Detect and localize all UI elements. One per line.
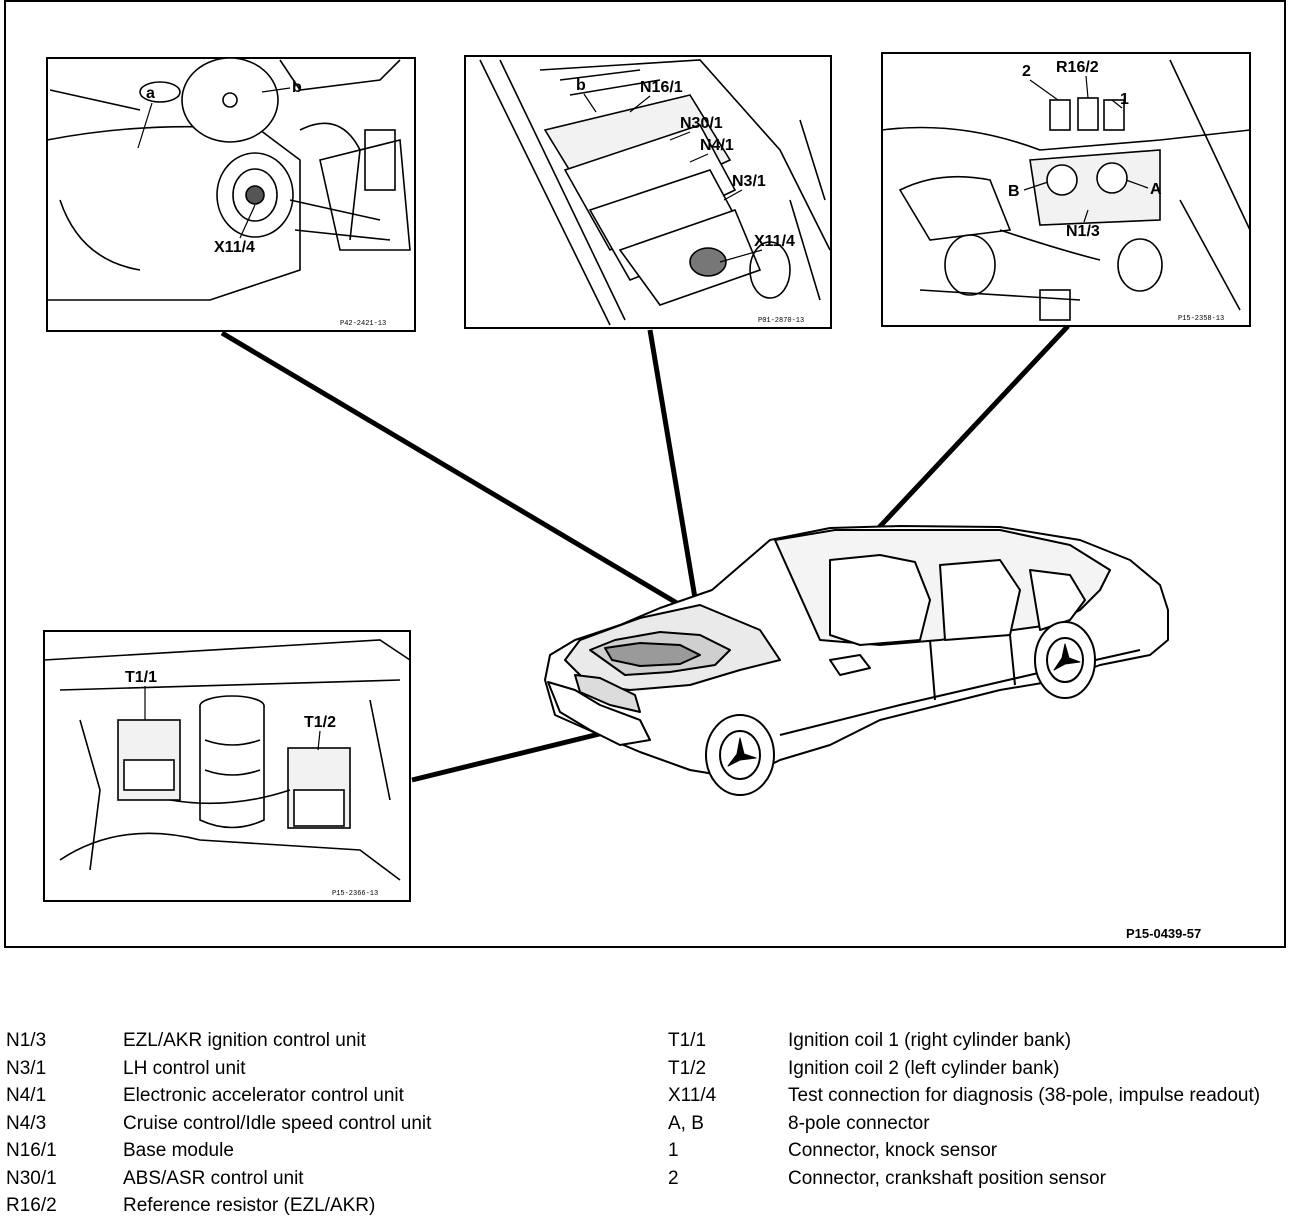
panel-top-center-label-6: X11/4 (754, 233, 795, 250)
panel-top-center-label-5: N3/1 (732, 173, 766, 190)
panel-top-left-label-1: a (146, 85, 155, 102)
panel-top-left: a b X11/4 P42-2421-13 (46, 57, 416, 332)
legend-desc: Connector, crankshaft position sensor (788, 1167, 1106, 1189)
panel-top-right-label-2: R16/2 (1056, 59, 1099, 76)
legend-row: N30/1 ABS/ASR control unit (6, 1165, 526, 1193)
legend-row: T1/2 Ignition coil 2 (left cylinder bank) (668, 1055, 1288, 1083)
panel-top-right-label-3: 1 (1120, 91, 1129, 108)
figure-reference: P15-0439-57 (1126, 926, 1201, 941)
panel-bottom-left-ref: P15-2366-13 (332, 890, 378, 898)
legend-code: N4/3 (6, 1112, 47, 1134)
legend-code: N3/1 (6, 1057, 47, 1079)
panel-bottom-left: T1/1 T1/2 P15-2366-13 (43, 630, 411, 902)
legend-desc: ABS/ASR control unit (123, 1167, 304, 1189)
panel-top-right-label-1: 2 (1022, 63, 1031, 80)
panel-top-left-label-2: b (292, 79, 302, 96)
panel-top-right-ref: P15-2358-13 (1178, 315, 1224, 323)
panel-top-right-label-6: N1/3 (1066, 223, 1100, 240)
panel-top-right-label-4: B (1008, 183, 1020, 200)
legend-desc: EZL/AKR ignition control unit (123, 1030, 366, 1051)
legend-desc: Electronic accelerator control unit (123, 1085, 404, 1106)
legend-desc: Ignition coil 2 (left cylinder bank) (788, 1057, 1060, 1079)
legend-row: N3/1 LH control unit (6, 1055, 526, 1083)
legend-row: N16/1 Base module (6, 1137, 526, 1165)
legend-code: A, B (668, 1112, 704, 1134)
panel-bottom-left-label-2: T1/2 (304, 714, 336, 731)
legend-row: A, B 8-pole connector (668, 1110, 1288, 1138)
panel-top-center-label-3: N30/1 (680, 115, 723, 132)
car-illustration (544, 525, 1169, 796)
legend-row: N1/3 EZL/AKR ignition control unit (6, 1027, 526, 1055)
panel-top-center-label-2: N16/1 (640, 79, 683, 96)
legend-row: N4/3 Cruise control/Idle speed control un… (6, 1110, 526, 1138)
panel-top-center-label-1: b (576, 77, 586, 94)
panel-bottom-left-label-1: T1/1 (125, 669, 157, 686)
legend-right: T1/1 Ignition coil 1 (right cylinder bank… (668, 1027, 1288, 1192)
panel-top-left-label-3: X11/4 (214, 239, 255, 256)
panel-top-center-ref: P01-2870-13 (758, 317, 804, 325)
legend-desc: Test connection for diagnosis (38-pole, … (788, 1085, 1261, 1106)
legend-desc: Cruise control/Idle speed control unit (123, 1112, 432, 1134)
legend-code: N1/3 (6, 1030, 47, 1051)
legend-code: 2 (668, 1167, 679, 1189)
leader-line-top-center (647, 329, 700, 611)
panel-top-center-label-4: N4/1 (700, 137, 734, 154)
component-locator-diagram: a b X11/4 P42-2421-13 b N16/1 N30/1 N4/ (43, 52, 1251, 941)
legend-row: 1 Connector, knock sensor (668, 1137, 1288, 1165)
panel-top-right: 2 R16/2 1 B A N1/3 P15-2358-13 (881, 52, 1251, 327)
legend-desc: Reference resistor (EZL/AKR) (123, 1195, 376, 1216)
legend-code: X11/4 (668, 1085, 717, 1106)
legend-row: N4/1 Electronic accelerator control unit (6, 1082, 526, 1110)
legend-desc: LH control unit (123, 1057, 246, 1079)
panel-top-right-label-5: A (1150, 181, 1162, 198)
legend-row: X11/4 Test connection for diagnosis (38-p… (668, 1082, 1288, 1110)
legend-code: N16/1 (6, 1140, 57, 1161)
legend-code: N4/1 (6, 1085, 47, 1106)
panel-top-center: b N16/1 N30/1 N4/1 N3/1 X11/4 P01-2870-1… (464, 55, 832, 329)
legend-row: T1/1 Ignition coil 1 (right cylinder bank… (668, 1027, 1288, 1055)
panel-top-left-ref: P42-2421-13 (340, 320, 386, 328)
legend-desc: 8-pole connector (788, 1112, 930, 1134)
legend-code: N30/1 (6, 1167, 57, 1189)
legend-desc: Ignition coil 1 (right cylinder bank) (788, 1030, 1072, 1051)
legend-code: T1/1 (668, 1030, 707, 1051)
leader-line-top-left (220, 330, 694, 615)
legend-code: R16/2 (6, 1195, 57, 1216)
legend-row: R16/2 Reference resistor (EZL/AKR) (6, 1192, 526, 1220)
legend-row: 2 Connector, crankshaft position sensor (668, 1165, 1288, 1193)
legend-left: N1/3 EZL/AKR ignition control unit N3/1 LH… (6, 1027, 526, 1220)
legend-desc: Connector, knock sensor (788, 1140, 998, 1161)
legend-desc: Base module (123, 1140, 234, 1161)
diagram-frame (4, 0, 1286, 948)
legend-code: 1 (668, 1140, 679, 1161)
legend-code: T1/2 (668, 1057, 707, 1079)
